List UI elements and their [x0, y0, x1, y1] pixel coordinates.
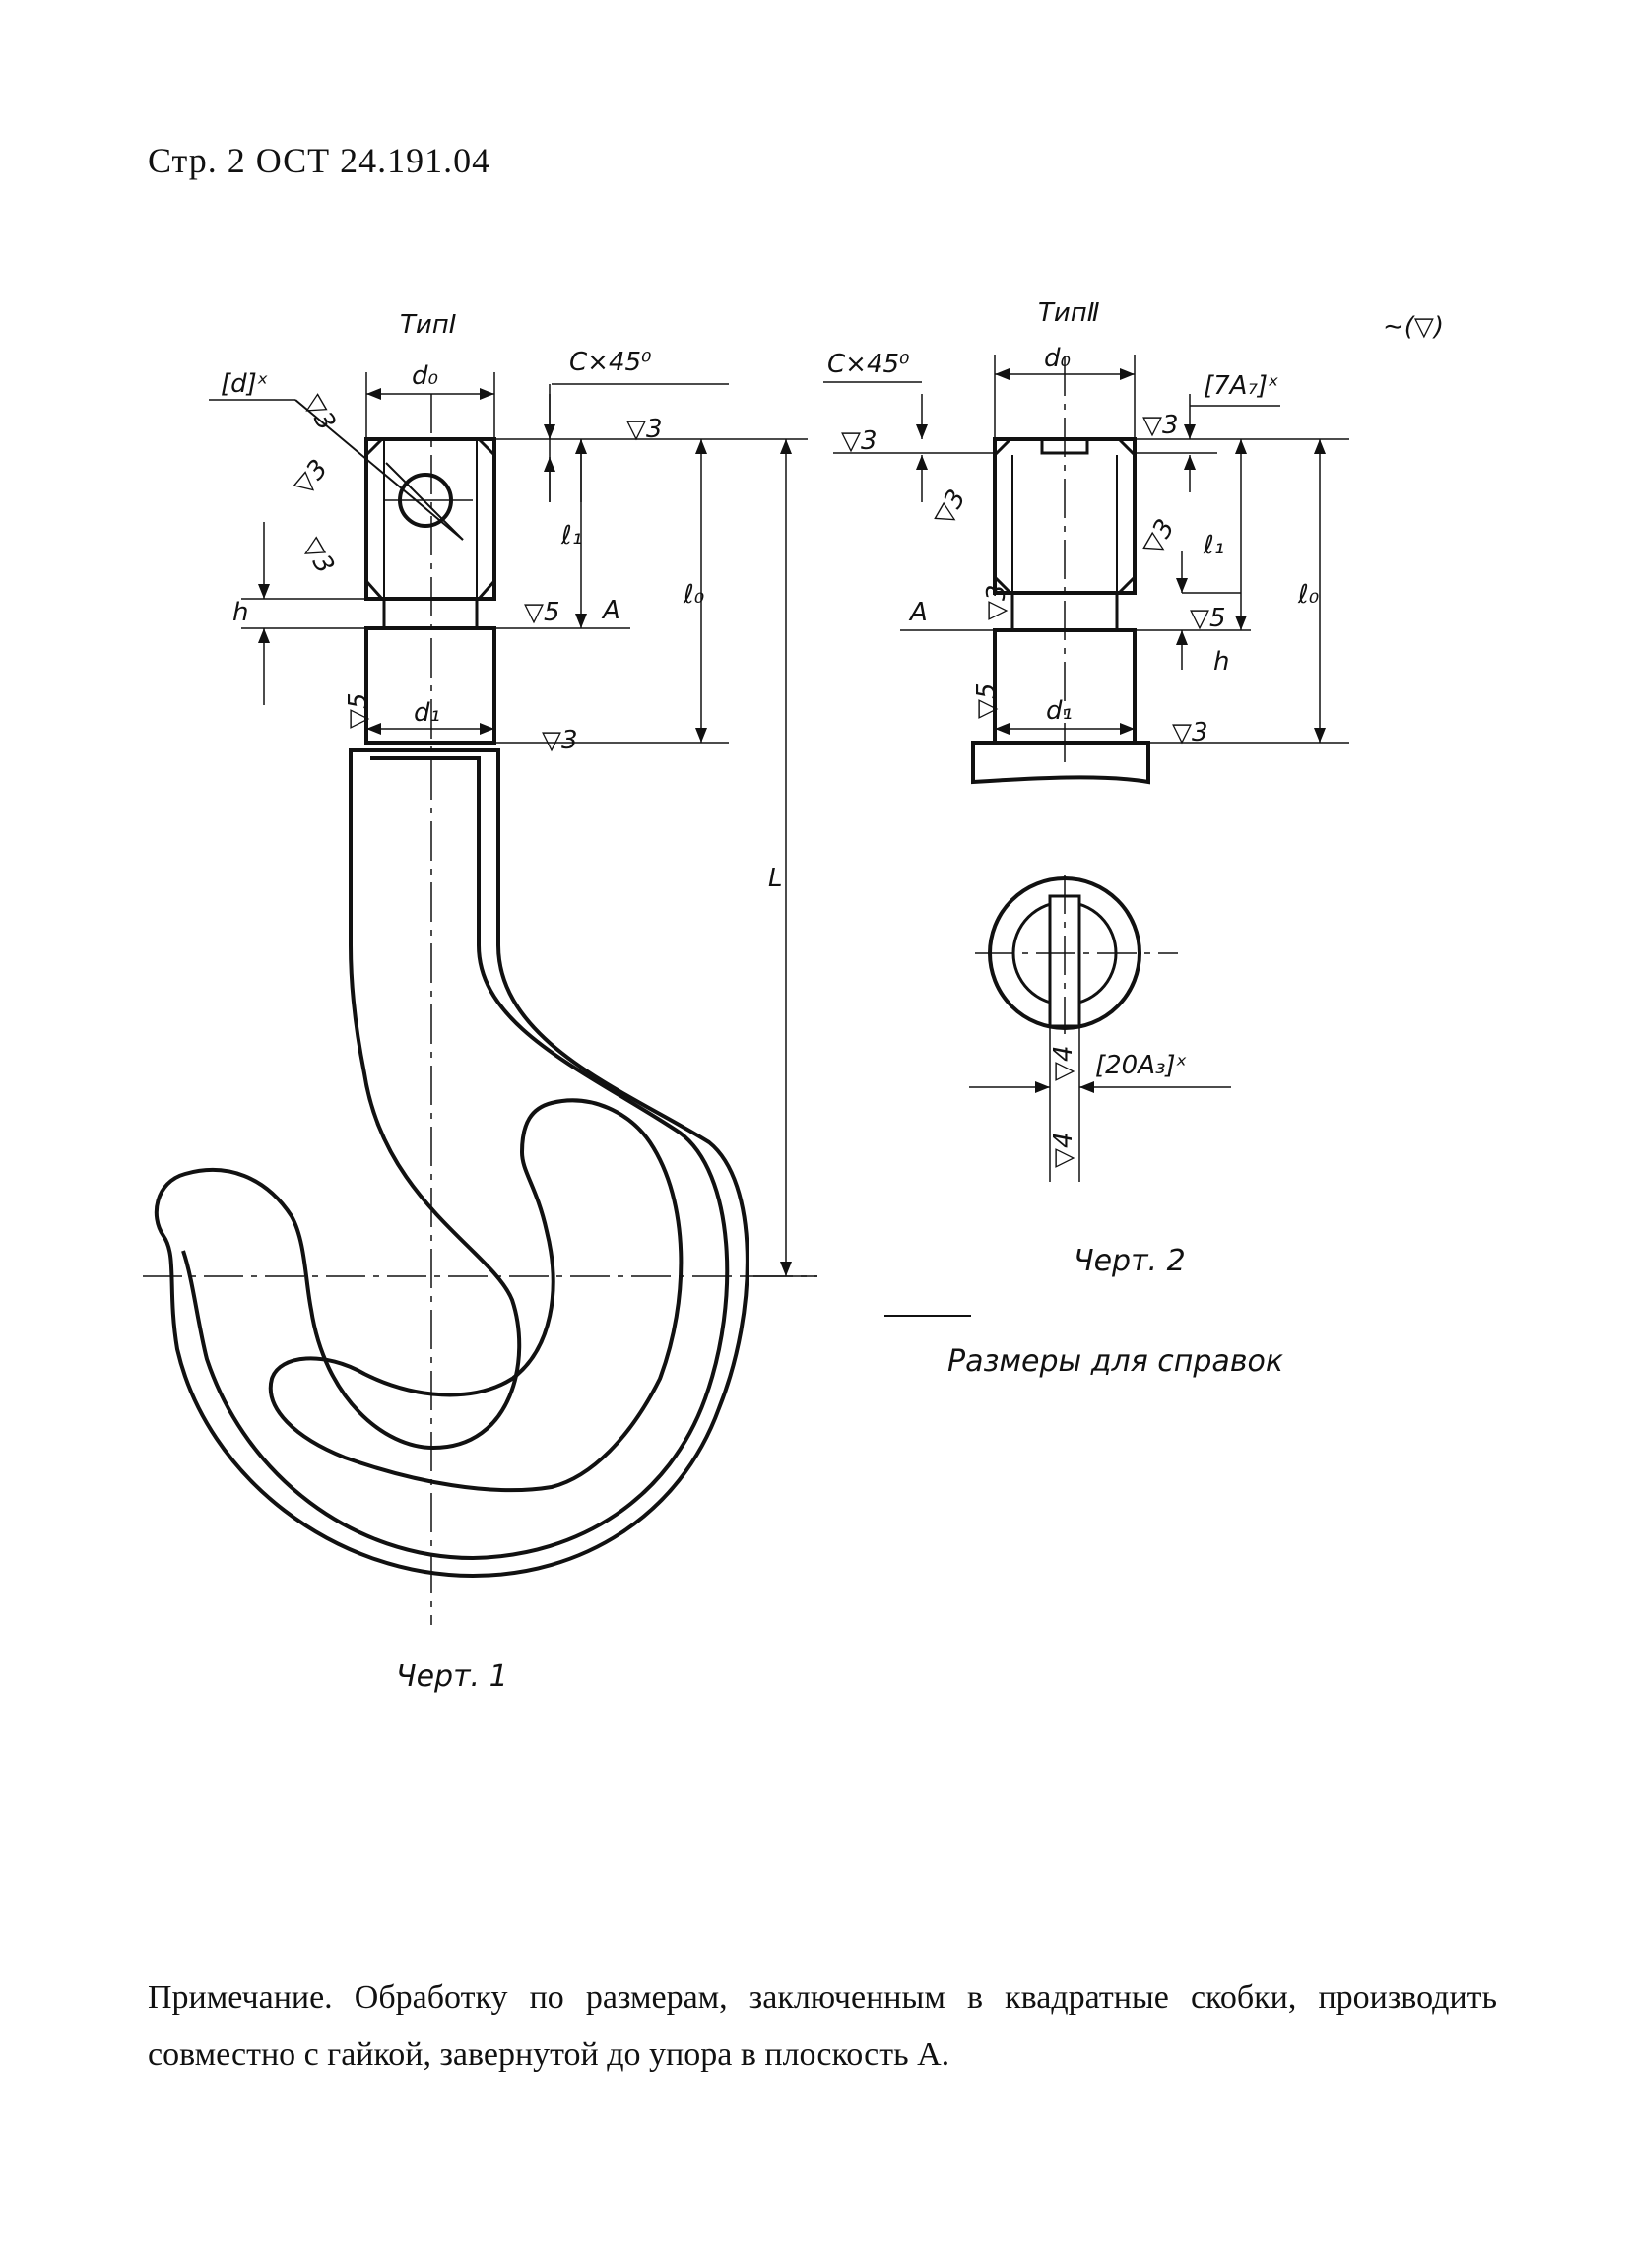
- fig1-roughness-4: ▽3: [296, 533, 340, 579]
- fig2-d1-label: d₁: [1046, 696, 1073, 726]
- fig1-roughness-1: ▽3: [626, 415, 663, 444]
- fig2-general-finish: ∼(▽): [1383, 312, 1444, 342]
- fig1-d0-label: d₀: [412, 361, 439, 391]
- reference-note: Размеры для справок: [947, 1344, 1283, 1379]
- fig1-roughness-6: ▽5: [524, 598, 560, 627]
- hook-body-inner: [181, 756, 730, 1561]
- footnote: Примечание. Обработку по размерам, заклю…: [148, 1970, 1497, 2084]
- shank-base: [971, 741, 1150, 785]
- fig2-roughness-2: ▽3: [841, 426, 878, 456]
- fig2-caption: Черт. 2: [1074, 1244, 1186, 1278]
- fig1-plane-label: A: [601, 596, 620, 625]
- fig2-plane-label: A: [908, 598, 928, 627]
- fig1-caption: Черт. 1: [396, 1659, 508, 1694]
- fig2-roughness-3: ▽3: [929, 485, 972, 531]
- fig2-l0-label: ℓ₀: [1297, 580, 1320, 610]
- fig2-roughness-8: ▽5: [972, 682, 1002, 719]
- hook-head: [364, 437, 496, 601]
- fig1-l1-label: ℓ₁: [560, 521, 582, 551]
- fig2-slot-label: [7A₇]ˣ: [1204, 371, 1279, 401]
- fig2-chamfer-label: C×45⁰: [827, 350, 910, 379]
- figure-1-labels: ТипI d₀ C×45⁰ [d]ˣ d₁ ℓ₁ ℓ₀ L h A ▽3 ▽3 …: [221, 310, 783, 1694]
- fig2-roughness-4: ▽3: [1138, 514, 1181, 560]
- fig2-roughness-5: ▽3: [982, 584, 1011, 620]
- fig1-chamfer-label: C×45⁰: [569, 348, 652, 377]
- fig2-roughness-7: ▽5: [1190, 604, 1226, 633]
- fig1-h-label: h: [232, 598, 248, 627]
- footnote-body: Обработку по размерам, заключенным в ква…: [148, 1979, 1497, 2073]
- fig1-d1-label: d₁: [414, 698, 440, 728]
- fig1-hole-label: [d]ˣ: [221, 369, 268, 399]
- fig1-l0-label: ℓ₀: [683, 580, 705, 610]
- fig1-type-label: ТипI: [400, 310, 456, 340]
- fig2-roughness-9: ▽4: [1049, 1045, 1078, 1081]
- fig1-roughness-7: ▽5: [344, 692, 373, 729]
- fig2-d0-label: d₀: [1044, 344, 1072, 373]
- hook-body-outer: [154, 748, 749, 1579]
- fig2-h-label: h: [1213, 647, 1229, 677]
- page-header: Стр. 2 ОСТ 24.191.04: [148, 141, 491, 180]
- fig1-roughness-3: ▽3: [289, 454, 334, 500]
- fig1-L-label: L: [768, 864, 783, 893]
- fig2-l1-label: ℓ₁: [1203, 531, 1224, 560]
- figure-2-shank: [823, 355, 1349, 1182]
- fig2-type-label: ТипⅡ: [1038, 298, 1100, 328]
- fig2-roughness-1: ▽3: [1142, 411, 1179, 440]
- figure-2-labels: ТипⅡ ∼(▽) d₀ d₁ C×45⁰ [7A₇]ˣ ℓ₁ ℓ₀ h A ▽…: [827, 298, 1444, 1278]
- hook-inner-contour: [268, 1098, 684, 1493]
- fig2-slot-width-label: [20A₃]ˣ: [1095, 1051, 1187, 1080]
- fig2-roughness-10: ▽4: [1049, 1132, 1078, 1168]
- fig1-roughness-5: ▽3: [542, 726, 578, 755]
- figure-1-hook: [143, 372, 817, 1625]
- footnote-head: Примечание.: [148, 1979, 333, 2016]
- fig1-roughness-2: ▽3: [297, 390, 341, 436]
- fig2-roughness-6: ▽3: [1172, 718, 1208, 747]
- hook-neck: [382, 597, 479, 630]
